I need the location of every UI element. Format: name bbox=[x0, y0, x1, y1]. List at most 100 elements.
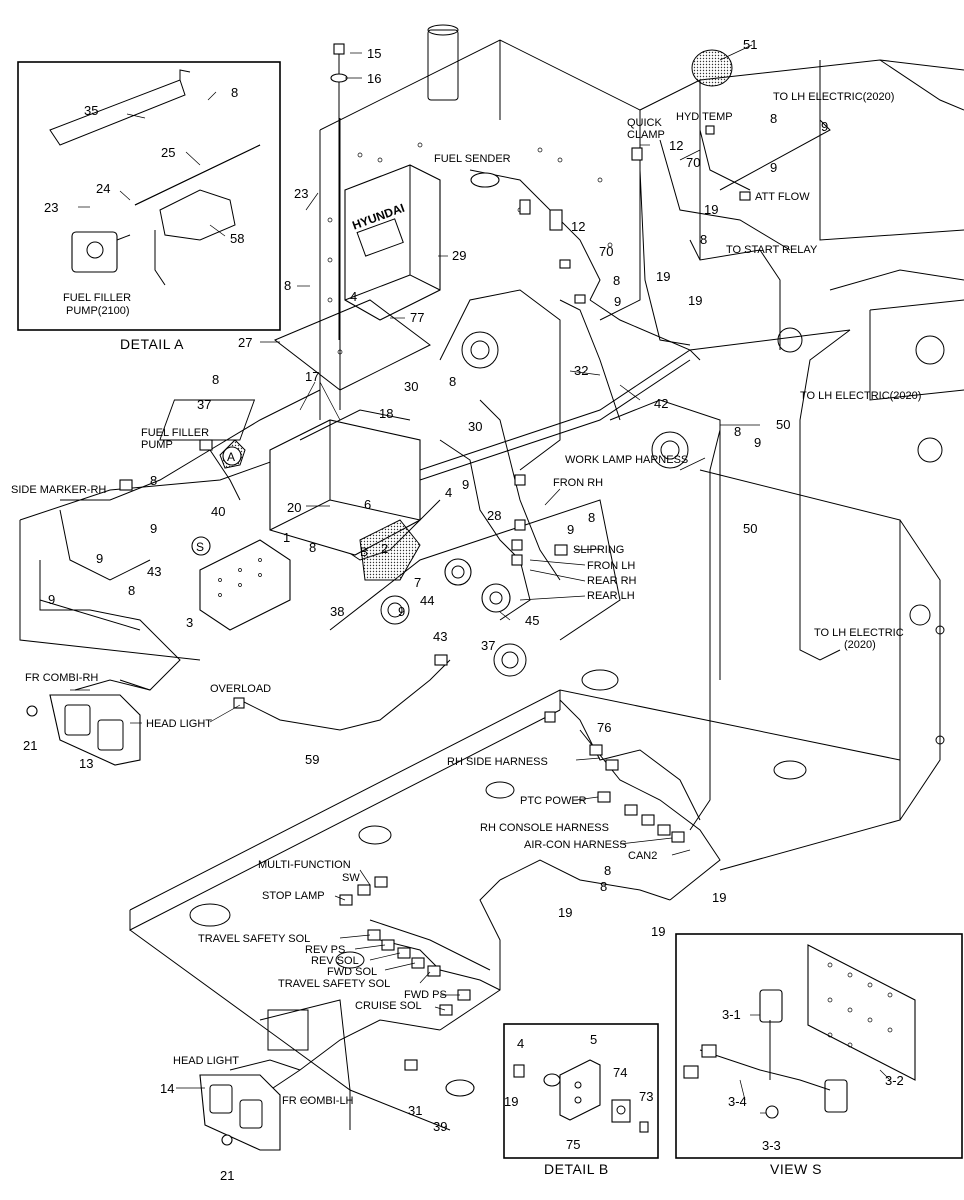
ecu-controller: HYUNDAI bbox=[344, 164, 441, 321]
callout-50-top: 50 bbox=[776, 417, 790, 432]
callout-8-f: 8 bbox=[309, 540, 316, 555]
label-stop-lamp: STOP LAMP bbox=[262, 890, 325, 902]
callout-4-detail-b: 4 bbox=[517, 1036, 524, 1051]
head-light-rh bbox=[49, 679, 151, 766]
callout-17: 17 bbox=[305, 369, 319, 384]
detail-a-caption-2: PUMP(2100) bbox=[66, 305, 130, 317]
main-wiring-harness bbox=[39, 119, 851, 1091]
callout-8-k: 8 bbox=[734, 424, 741, 439]
label-fwd-sol: FWD SOL bbox=[327, 966, 377, 978]
part-number-callouts: 15 16 23 8 4 77 29 27 17 30 18 20 6 40 1… bbox=[23, 37, 904, 1153]
callout-35: 35 bbox=[84, 103, 98, 118]
callout-9-e: 9 bbox=[462, 477, 469, 492]
callout-15: 15 bbox=[367, 46, 381, 61]
callout-58: 58 bbox=[230, 231, 244, 246]
label-to-lh-electric-1: TO LH ELECTRIC bbox=[814, 627, 904, 639]
callout-3-4: 3-4 bbox=[728, 1094, 747, 1109]
label-multi-function-2: SW bbox=[342, 872, 360, 884]
callout-9-h: 9 bbox=[770, 160, 777, 175]
label-rh-console-harness: RH CONSOLE HARNESS bbox=[480, 822, 609, 834]
label-side-marker-rh: SIDE MARKER-RH bbox=[11, 484, 106, 496]
callout-4-b: 4 bbox=[445, 485, 452, 500]
callout-70-a: 70 bbox=[599, 244, 613, 259]
callout-21-top: 21 bbox=[23, 738, 37, 753]
label-hyd-temp: HYD TEMP bbox=[676, 111, 733, 123]
callout-20: 20 bbox=[287, 500, 301, 515]
view-s-inset bbox=[675, 933, 963, 1159]
callout-8-j: 8 bbox=[613, 273, 620, 288]
callout-24: 24 bbox=[96, 181, 110, 196]
callout-18: 18 bbox=[379, 406, 393, 421]
callout-19-detail-b: 19 bbox=[504, 1094, 518, 1109]
callout-28: 28 bbox=[487, 508, 501, 523]
label-quick-clamp-1: QUICK bbox=[627, 117, 663, 129]
label-rear-lh: REAR LH bbox=[587, 590, 635, 602]
marker-s: S bbox=[196, 540, 204, 554]
label-head-light-lh: HEAD LIGHT bbox=[173, 1055, 239, 1067]
callout-50-b: 50 bbox=[743, 521, 757, 536]
callout-25: 25 bbox=[161, 145, 175, 160]
lower-frame-structure bbox=[19, 429, 945, 1131]
callout-9-a: 9 bbox=[398, 604, 405, 619]
callout-44: 44 bbox=[420, 593, 434, 608]
callout-75: 75 bbox=[566, 1137, 580, 1152]
detail-b-title: DETAIL B bbox=[544, 1161, 609, 1177]
label-fron-rh: FRON RH bbox=[553, 477, 603, 489]
callout-77: 77 bbox=[410, 310, 424, 325]
fuel-sender bbox=[470, 172, 563, 231]
callout-12-a: 12 bbox=[571, 219, 585, 234]
bolts bbox=[26, 43, 475, 1146]
callout-9-g: 9 bbox=[821, 119, 828, 134]
callout-9-j: 9 bbox=[754, 435, 761, 450]
callout-73: 73 bbox=[639, 1089, 653, 1104]
callout-9-b: 9 bbox=[150, 521, 157, 536]
head-light-lh bbox=[199, 1059, 301, 1151]
secondary-callouts: 8 30 8 9 9 9 8 8 4 9 43 37 8 9 12 70 8 9… bbox=[48, 111, 828, 1183]
horns bbox=[444, 558, 511, 613]
callout-37-b: 37 bbox=[481, 638, 495, 653]
callout-74: 74 bbox=[613, 1065, 627, 1080]
callout-9-i: 9 bbox=[614, 294, 621, 309]
callout-45: 45 bbox=[525, 613, 539, 628]
callout-6: 6 bbox=[364, 497, 371, 512]
mounting-plate bbox=[274, 299, 431, 391]
label-air-con-harness: AIR-CON HARNESS bbox=[524, 839, 627, 851]
label-work-lamp-harness: WORK LAMP HARNESS bbox=[565, 454, 688, 466]
label-fr-combi-rh: FR COMBI-RH bbox=[25, 672, 98, 684]
callout-19-c: 19 bbox=[688, 293, 702, 308]
callout-8-d: 8 bbox=[150, 473, 157, 488]
label-fr-combi-lh: FR COMBI-LH bbox=[282, 1095, 354, 1107]
callout-7: 7 bbox=[414, 575, 421, 590]
label-rev-sol: REV SOL bbox=[311, 955, 359, 967]
detail-a-title: DETAIL A bbox=[120, 336, 184, 352]
callout-21-b: 21 bbox=[220, 1168, 234, 1183]
marker-a: A bbox=[227, 450, 235, 464]
callout-30-top: 30 bbox=[404, 379, 418, 394]
callout-38: 38 bbox=[330, 604, 344, 619]
callout-27: 27 bbox=[238, 335, 252, 350]
label-rh-side-harness: RH SIDE HARNESS bbox=[447, 756, 548, 768]
label-att-flow: ATT FLOW bbox=[755, 191, 810, 203]
callout-19-e: 19 bbox=[651, 924, 665, 939]
annotation-labels: FUEL SENDER QUICK CLAMP HYD TEMP TO LH E… bbox=[11, 91, 921, 1107]
callout-8-detail-a: 8 bbox=[231, 85, 238, 100]
label-fuel-filler-pump-1: FUEL FILLER bbox=[141, 427, 209, 439]
callout-76: 76 bbox=[597, 720, 611, 735]
callout-9-f: 9 bbox=[567, 522, 574, 537]
callout-14: 14 bbox=[160, 1081, 174, 1096]
callout-16: 16 bbox=[367, 71, 381, 86]
callout-51: 51 bbox=[743, 37, 757, 52]
callout-8-e: 8 bbox=[128, 583, 135, 598]
callout-29: 29 bbox=[452, 248, 466, 263]
fuse-box bbox=[199, 539, 291, 631]
label-cruise-sol: CRUISE SOL bbox=[355, 1000, 422, 1012]
callout-43-b: 43 bbox=[433, 629, 447, 644]
callout-32: 32 bbox=[574, 363, 588, 378]
callout-31: 31 bbox=[408, 1103, 422, 1118]
callout-8-g: 8 bbox=[588, 510, 595, 525]
callout-9-c: 9 bbox=[96, 551, 103, 566]
callout-4: 4 bbox=[350, 289, 357, 304]
callout-8-c: 8 bbox=[449, 374, 456, 389]
